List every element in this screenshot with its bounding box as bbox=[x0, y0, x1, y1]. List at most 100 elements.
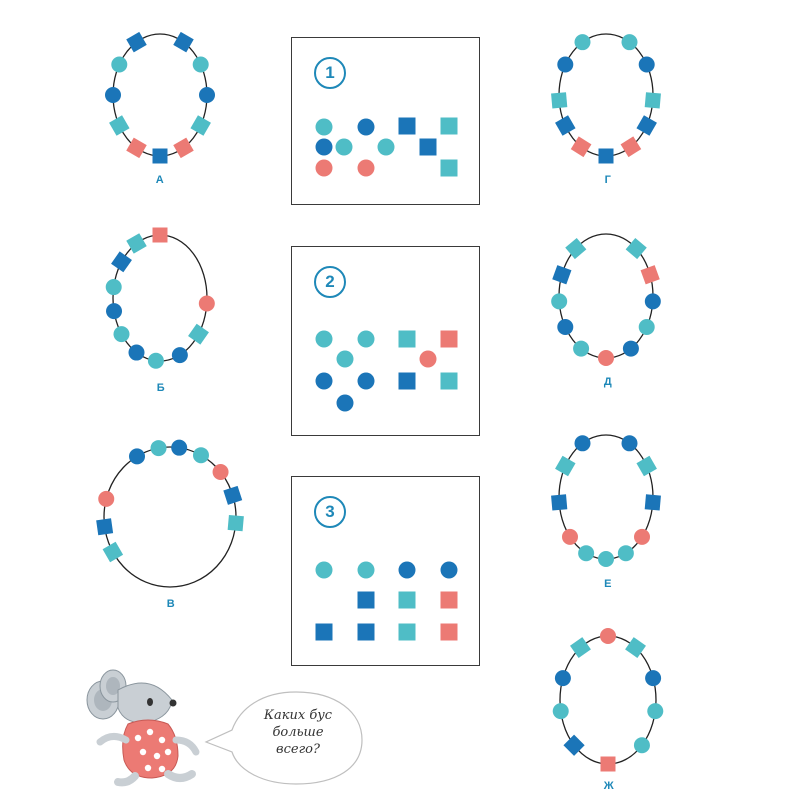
square-bead bbox=[398, 591, 415, 608]
round-bead bbox=[621, 435, 638, 452]
square-bead bbox=[102, 541, 124, 563]
round-bead bbox=[598, 350, 614, 366]
necklace-label-g: Г bbox=[604, 174, 612, 186]
square-bead bbox=[109, 115, 130, 136]
necklace-2 bbox=[105, 227, 215, 369]
square-bead bbox=[636, 455, 657, 477]
square-bead bbox=[644, 494, 661, 511]
round-bead bbox=[600, 628, 616, 644]
round-bead bbox=[419, 350, 436, 367]
round-bead bbox=[336, 394, 353, 411]
square-bead bbox=[111, 251, 132, 273]
necklaces-group bbox=[96, 31, 664, 772]
round-bead bbox=[557, 319, 574, 335]
round-bead bbox=[315, 138, 332, 155]
round-bead bbox=[212, 464, 229, 481]
round-bead bbox=[105, 87, 121, 103]
round-bead bbox=[357, 118, 374, 135]
bead-set-beads bbox=[315, 330, 457, 411]
round-bead bbox=[551, 293, 568, 310]
square-bead bbox=[190, 115, 211, 136]
speech-line: Каких бус bbox=[263, 708, 333, 723]
bead-set-box-2: 2 bbox=[291, 246, 480, 436]
square-bead bbox=[440, 623, 457, 640]
bead-set-box-1: 1 bbox=[291, 37, 480, 205]
square-bead bbox=[636, 115, 657, 136]
round-bead bbox=[315, 159, 332, 176]
round-bead bbox=[315, 372, 332, 389]
round-bead bbox=[357, 372, 374, 389]
square-bead bbox=[188, 323, 209, 345]
necklace-label-d: Д bbox=[603, 376, 613, 388]
round-bead bbox=[398, 561, 415, 578]
necklace-string bbox=[112, 234, 208, 362]
square-bead bbox=[419, 138, 436, 155]
square-bead bbox=[398, 117, 415, 134]
square-bead bbox=[551, 494, 568, 511]
round-bead bbox=[573, 340, 590, 357]
round-bead bbox=[315, 330, 332, 347]
square-bead bbox=[563, 734, 585, 756]
square-bead bbox=[398, 623, 415, 640]
bead-set-beads bbox=[315, 117, 457, 176]
round-bead bbox=[645, 670, 662, 687]
necklace-1 bbox=[105, 31, 215, 164]
round-bead bbox=[98, 490, 115, 507]
square-bead bbox=[126, 233, 147, 254]
round-bead bbox=[554, 670, 571, 687]
square-bead bbox=[173, 31, 194, 53]
speech-line: всего? bbox=[276, 742, 320, 757]
round-bead bbox=[552, 703, 569, 720]
round-bead bbox=[199, 87, 215, 103]
necklace-label-a: А bbox=[155, 174, 165, 186]
round-bead bbox=[647, 703, 664, 720]
round-bead bbox=[315, 118, 332, 135]
necklace-label-b: Б bbox=[156, 382, 166, 394]
round-bead bbox=[111, 56, 128, 73]
round-bead bbox=[171, 347, 188, 364]
round-bead bbox=[634, 528, 651, 545]
necklace-6 bbox=[551, 434, 661, 567]
speech-bubble bbox=[204, 691, 363, 785]
square-bead bbox=[152, 227, 168, 243]
round-bead bbox=[557, 56, 574, 73]
round-bead bbox=[105, 279, 122, 296]
square-bead bbox=[570, 637, 591, 659]
square-bead bbox=[552, 265, 572, 285]
round-bead bbox=[561, 528, 578, 545]
speech-line: больше bbox=[272, 725, 324, 740]
square-bead bbox=[227, 514, 244, 532]
square-bead bbox=[570, 136, 592, 158]
square-bead bbox=[620, 136, 642, 158]
necklace-5 bbox=[551, 233, 661, 366]
round-bead bbox=[644, 293, 661, 310]
round-bead bbox=[622, 340, 639, 357]
square-bead bbox=[600, 756, 616, 772]
round-bead bbox=[633, 737, 650, 754]
square-bead bbox=[357, 591, 374, 608]
necklace-string bbox=[112, 33, 208, 157]
round-bead bbox=[357, 330, 374, 347]
necklace-4 bbox=[551, 33, 661, 164]
necklace-label-e: Е bbox=[604, 578, 612, 590]
square-bead bbox=[96, 518, 114, 536]
round-bead bbox=[638, 319, 655, 335]
necklace-label-zh: Ж bbox=[603, 780, 615, 792]
speech-text: Каких бус больше всего? bbox=[248, 707, 348, 758]
round-bead bbox=[578, 545, 595, 562]
round-bead bbox=[357, 561, 374, 578]
round-bead bbox=[150, 440, 167, 457]
round-bead bbox=[147, 352, 164, 369]
square-bead bbox=[126, 137, 147, 159]
round-bead bbox=[171, 439, 188, 456]
square-bead bbox=[644, 92, 661, 109]
square-bead bbox=[625, 637, 646, 659]
square-bead bbox=[640, 265, 660, 285]
round-bead bbox=[198, 295, 215, 312]
square-bead bbox=[598, 148, 614, 164]
square-bead bbox=[440, 159, 457, 176]
square-bead bbox=[223, 485, 243, 505]
round-bead bbox=[377, 138, 394, 155]
square-bead bbox=[565, 237, 587, 260]
